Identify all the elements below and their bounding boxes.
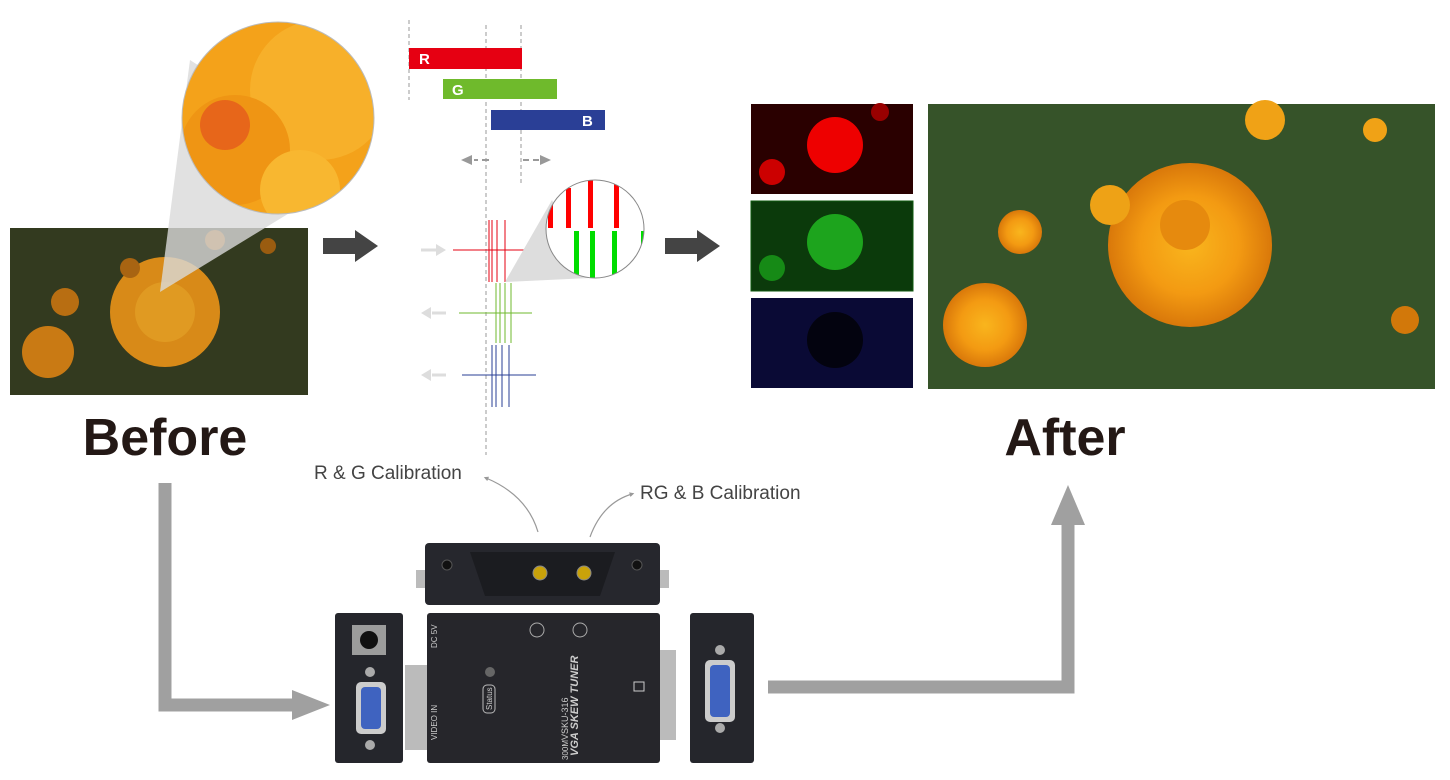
monitor-icon (633, 681, 645, 692)
arrow-right-icon (323, 230, 378, 262)
rg-pointer (483, 476, 539, 533)
before-label: Before (83, 409, 248, 467)
rg-calibration-label: R & G Calibration (314, 463, 462, 484)
model-label: VSKU-316 (560, 697, 570, 740)
shift-arrows-icon (461, 155, 551, 165)
power-label: DC 5V (430, 624, 439, 648)
status-label: Status (485, 687, 494, 710)
blue-bar-label: B (582, 113, 593, 130)
red-lines (453, 220, 527, 282)
vga-port[interactable] (710, 665, 730, 717)
after-photo (928, 100, 1435, 389)
red-channel-image (751, 103, 913, 194)
flow-arrow-out (768, 522, 1075, 694)
device-name-label: VGA SKEW TUNER (569, 656, 581, 756)
rgb-calibration-label: RG & B Calibration (640, 483, 801, 504)
magnified-flower (181, 21, 375, 215)
green-channel-image (750, 200, 914, 292)
red-bar-label: R (419, 51, 430, 68)
arrow-head-icon (1051, 485, 1085, 525)
rgb-pointer (589, 492, 635, 538)
light-arrows-icon (421, 244, 446, 381)
flow-arrow-in (158, 483, 295, 712)
green-lines (459, 283, 532, 343)
blue-lines (462, 345, 536, 407)
rgb-adjust-knob[interactable] (576, 565, 592, 581)
device-output-panel (690, 613, 754, 763)
rg-adjust-knob[interactable] (532, 565, 548, 581)
arrow-right-icon (665, 230, 720, 262)
device-input-panel (335, 613, 403, 763)
arrow-head-icon (292, 690, 330, 720)
before-photo (10, 228, 308, 395)
device-body: Status VIDEO IN DC 5V VSKU-316 VGA SKEW … (405, 613, 676, 763)
blue-channel-image (751, 298, 913, 388)
zoomed-lines (545, 179, 645, 279)
video-in-label: VIDEO IN (430, 705, 439, 740)
red-bar (409, 48, 522, 69)
green-bar (443, 79, 557, 99)
vga-port[interactable] (361, 687, 381, 729)
blue-bar (491, 110, 605, 130)
after-label: After (1004, 409, 1125, 467)
length-label: 300M (561, 740, 570, 760)
device-top-view (416, 543, 669, 605)
green-bar-label: G (452, 82, 464, 99)
